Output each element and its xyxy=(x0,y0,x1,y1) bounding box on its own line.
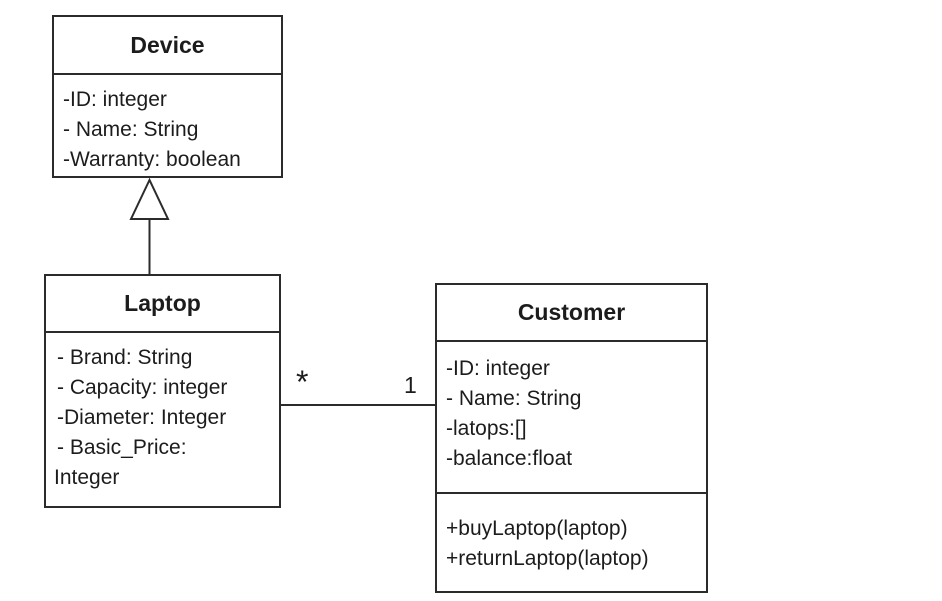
uml-attribute-line: -Warranty: boolean xyxy=(63,148,241,171)
uml-method-line: +buyLaptop(laptop) xyxy=(446,517,628,540)
class-attributes-device: -ID: integer - Name: String -Warranty: b… xyxy=(54,75,281,175)
uml-attribute-line: -latops:[] xyxy=(446,417,527,440)
uml-attribute-line: - Basic_Price: xyxy=(57,436,187,459)
class-title-laptop: Laptop xyxy=(46,276,279,333)
uml-attribute-line: - Brand: String xyxy=(57,346,193,369)
multiplicity-label-laptop-end: * xyxy=(296,364,309,400)
uml-attribute-line: Integer xyxy=(54,466,120,489)
uml-attribute-line: -ID: integer xyxy=(63,88,167,111)
class-box-device: Device -ID: integer - Name: String -Warr… xyxy=(52,15,283,178)
uml-attribute-line: - Name: String xyxy=(446,387,582,410)
class-box-customer: Customer -ID: integer - Name: String -la… xyxy=(435,283,708,593)
uml-attribute-line: -ID: integer xyxy=(446,357,550,380)
class-box-laptop: Laptop - Brand: String - Capacity: integ… xyxy=(44,274,281,508)
uml-attribute-line: - Capacity: integer xyxy=(57,376,228,399)
generalization-triangle-icon xyxy=(129,177,170,220)
uml-attribute-line: -balance:float xyxy=(446,447,573,470)
class-attributes-customer: -ID: integer - Name: String -latops:[] -… xyxy=(437,342,706,494)
multiplicity-label-customer-end: 1 xyxy=(404,372,417,398)
uml-attribute-line: - Name: String xyxy=(63,118,199,141)
class-attributes-laptop: - Brand: String - Capacity: integer -Dia… xyxy=(46,333,279,493)
uml-attribute-line: -Diameter: Integer xyxy=(57,406,227,429)
class-title-customer: Customer xyxy=(437,285,706,342)
class-title-device: Device xyxy=(54,17,281,75)
uml-method-line: +returnLaptop(laptop) xyxy=(446,547,649,570)
class-methods-customer: +buyLaptop(laptop) +returnLaptop(laptop) xyxy=(437,494,706,574)
